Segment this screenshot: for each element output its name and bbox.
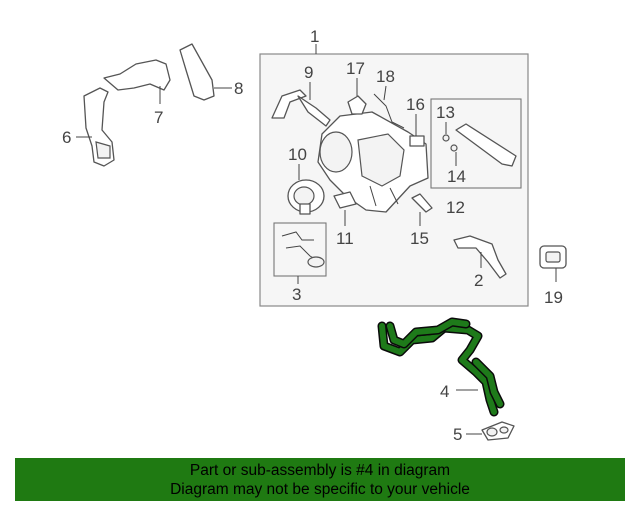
- callout-16: 16: [406, 95, 425, 114]
- wire-part-18[interactable]: [373, 85, 405, 129]
- callout-8: 8: [234, 79, 243, 98]
- callout-2: 2: [474, 271, 483, 290]
- resistor-part-11[interactable]: [333, 191, 357, 226]
- sub-assembly-frame-12: [430, 98, 522, 189]
- callout-11: 11: [336, 229, 354, 248]
- callout-6: 6: [62, 128, 71, 147]
- grommet-part-5[interactable]: [466, 421, 515, 441]
- callout-4: 4: [440, 382, 449, 401]
- duct-part-6[interactable]: [76, 87, 115, 167]
- callout-9: 9: [304, 63, 313, 82]
- banner-line-2: Diagram may not be specific to your vehi…: [170, 481, 470, 498]
- banner-line-1: Part or sub-assembly is #4 in diagram: [189, 462, 451, 479]
- callout-19: 19: [544, 288, 563, 307]
- sub-assembly-frame-3: [273, 222, 327, 277]
- callout-1: 1: [310, 27, 319, 46]
- callout-15: 15: [410, 229, 429, 248]
- actuator-part-17[interactable]: [347, 78, 367, 115]
- blower-motor-part-10[interactable]: [287, 164, 325, 215]
- bracket-part-19[interactable]: [539, 245, 567, 282]
- callout-7: 7: [154, 108, 163, 127]
- valve-part-15[interactable]: [411, 193, 433, 226]
- highlighted-hose-part-4[interactable]: [377, 317, 505, 417]
- callout-5: 5: [453, 425, 462, 444]
- callout-3: 3: [292, 285, 301, 304]
- evaporator-part-12[interactable]: [442, 122, 517, 167]
- sensor-part-16[interactable]: [409, 114, 425, 147]
- callout-18: 18: [376, 67, 395, 86]
- duct-part-8[interactable]: [179, 43, 232, 101]
- hose-set-part-3[interactable]: [281, 231, 325, 284]
- callout-12: 12: [446, 198, 465, 217]
- part-info-banner: Part or sub-assembly is #4 in diagram Di…: [15, 458, 625, 501]
- callout-17: 17: [346, 59, 365, 78]
- callout-13: 13: [436, 103, 455, 122]
- pipe-part-9[interactable]: [271, 82, 331, 127]
- pipe-part-2[interactable]: [453, 235, 507, 279]
- callout-14: 14: [447, 167, 466, 186]
- duct-part-7[interactable]: [103, 59, 171, 104]
- heater-housing[interactable]: [317, 111, 429, 213]
- callout-10: 10: [288, 145, 307, 164]
